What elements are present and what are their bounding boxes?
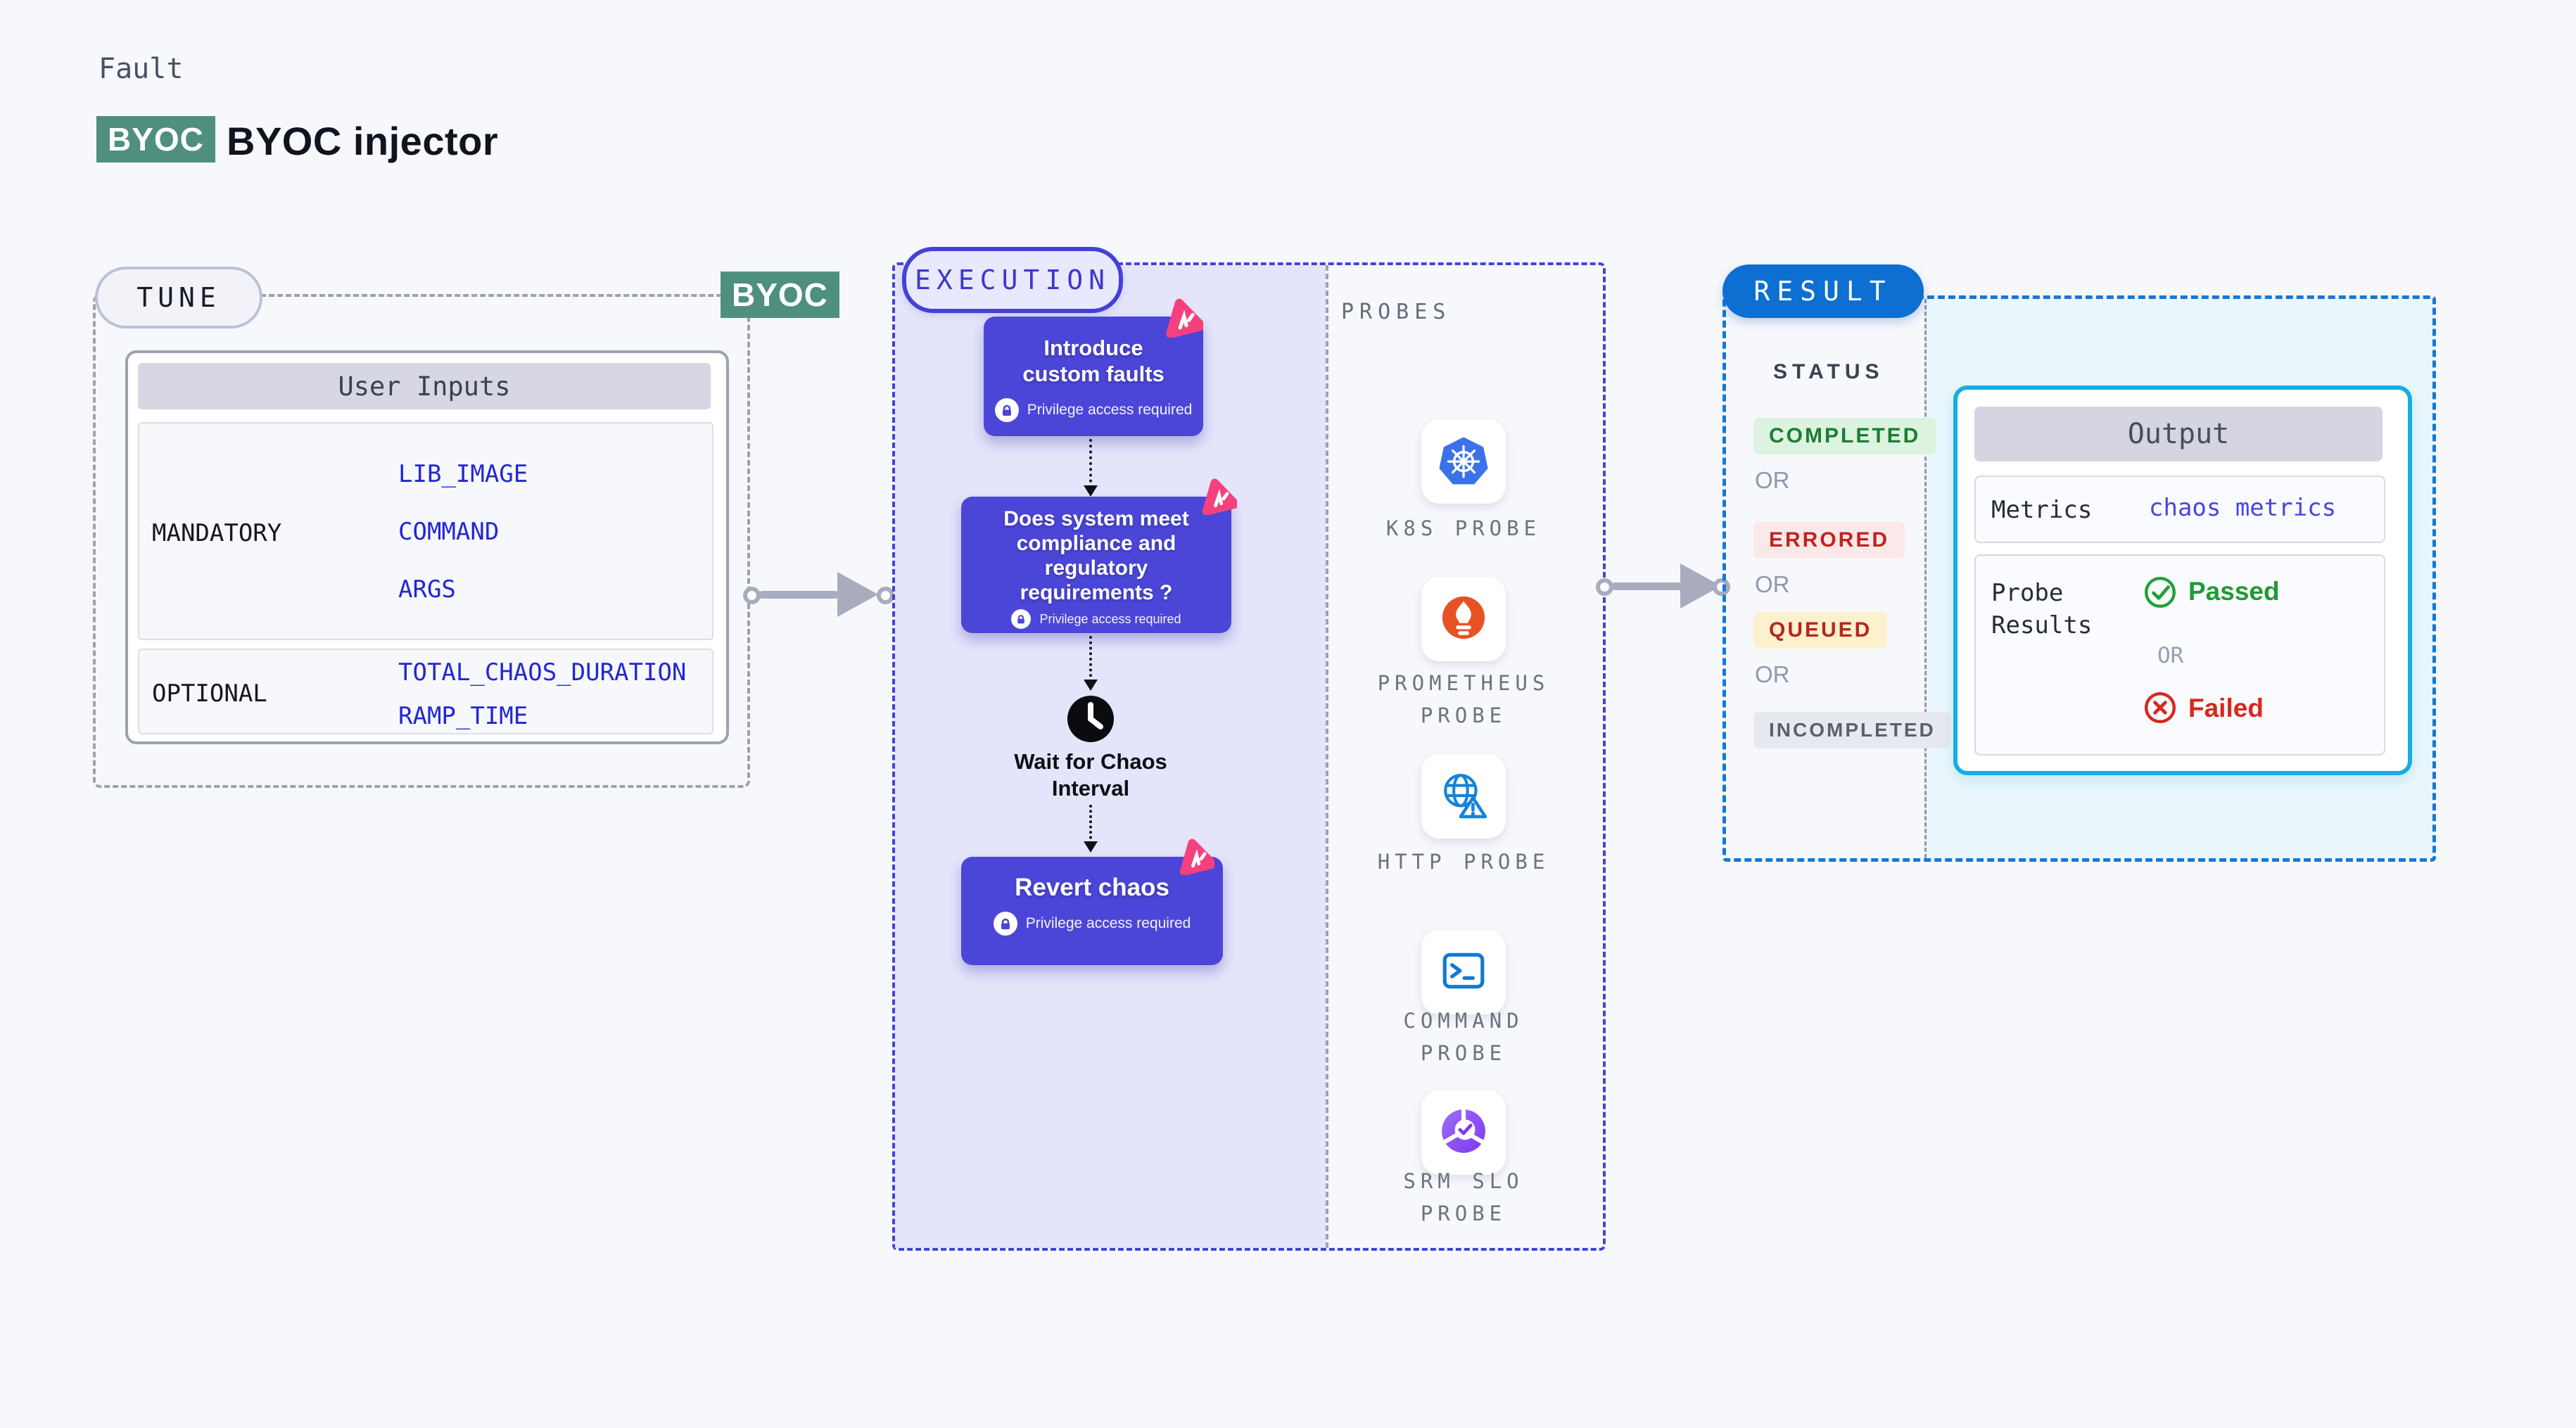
status-badge-queued: QUEUED xyxy=(1753,612,1888,649)
clock-icon xyxy=(1065,694,1116,748)
status-badge-completed: COMPLETED xyxy=(1753,418,1936,454)
or-label: OR xyxy=(1755,661,1790,687)
probe-label: HTTP PROBE xyxy=(1377,850,1550,874)
probe-label: COMMAND PROBE xyxy=(1403,1009,1524,1065)
failed-label: Failed xyxy=(2188,694,2264,722)
step-title: Introduce custom faults xyxy=(1022,336,1165,386)
byoc-header-badge: BYOC xyxy=(96,116,215,162)
probe-results-label: Probe Results xyxy=(1991,579,2093,639)
prometheus-icon xyxy=(1440,594,1487,644)
probe-label: K8S PROBE xyxy=(1385,516,1542,540)
arrow-head-icon xyxy=(837,572,878,617)
lock-icon xyxy=(1011,609,1032,629)
srm-slo-icon xyxy=(1439,1107,1488,1159)
tune-panel xyxy=(93,294,750,788)
chaos-sparkle-icon xyxy=(1162,297,1206,341)
wait-for-chaos-label: Wait for Chaos Interval xyxy=(1014,749,1167,801)
status-badge-errored: ERRORED xyxy=(1753,522,1905,559)
probe-results-row: Probe Results Passed OR Failed xyxy=(1974,554,2385,756)
byoc-corner-tag: BYOC xyxy=(721,272,839,318)
connector-dot xyxy=(1713,578,1730,596)
step-introduce-custom-faults: Introduce custom faults Privilege access… xyxy=(984,317,1203,436)
result-pill: RESULT xyxy=(1722,264,1924,318)
page-title: BYOC injector xyxy=(227,119,499,163)
status-badge-incompleted: INCOMPLETED xyxy=(1753,712,1951,748)
optional-label: OPTIONAL xyxy=(152,680,267,708)
check-circle-icon xyxy=(2143,575,2177,613)
or-label: OR xyxy=(2157,643,2184,668)
privilege-badge: Privilege access required xyxy=(961,609,1231,629)
arrow-head-icon xyxy=(1084,485,1098,497)
privilege-badge: Privilege access required xyxy=(961,912,1223,936)
prometheus-probe-card xyxy=(1421,577,1506,661)
arrow-head-icon xyxy=(1084,841,1098,853)
passed-label: Passed xyxy=(2188,577,2280,606)
privilege-label: Privilege access required xyxy=(1025,915,1191,931)
http-probe-card xyxy=(1421,754,1506,839)
step-title: Does system meet compliance and regulato… xyxy=(1003,507,1189,604)
fault-eyebrow: Fault xyxy=(99,53,184,85)
result-divider xyxy=(1924,299,1927,858)
privilege-label: Privilege access required xyxy=(1027,402,1193,418)
probe-label: PROMETHEUS PROBE xyxy=(1377,671,1550,727)
arrow-head-icon xyxy=(1084,680,1098,691)
x-circle-icon xyxy=(2143,691,2177,728)
user-inputs-title: User Inputs xyxy=(138,363,711,409)
chaos-sparkle-icon xyxy=(1199,477,1240,518)
input-total-chaos-duration: TOTAL_CHAOS_DURATION xyxy=(398,658,687,687)
terminal-icon xyxy=(1439,946,1488,999)
flow-arrow-probes-to-result xyxy=(1611,582,1687,590)
kubernetes-icon xyxy=(1439,435,1488,488)
flow-connector xyxy=(1089,805,1092,844)
flow-connector xyxy=(1089,439,1092,488)
k8s-probe-card xyxy=(1421,419,1506,504)
mandatory-row: MANDATORY LIB_IMAGE COMMAND ARGS xyxy=(138,422,713,640)
execution-pill: EXECUTION xyxy=(902,247,1123,313)
or-label: OR xyxy=(1755,571,1790,597)
input-lib-image: LIB_IMAGE xyxy=(398,460,528,488)
lock-icon xyxy=(993,912,1017,936)
metrics-row: Metrics chaos metrics xyxy=(1974,476,2385,543)
status-title: STATUS xyxy=(1773,360,1884,383)
input-command: COMMAND xyxy=(398,518,500,546)
command-probe-card xyxy=(1421,930,1506,1014)
metrics-label: Metrics xyxy=(1991,496,2093,524)
or-label: OR xyxy=(1755,467,1790,493)
output-title: Output xyxy=(1974,407,2383,461)
step-compliance-check: Does system meet compliance and regulato… xyxy=(961,497,1231,633)
tune-pill: TUNE xyxy=(95,267,262,329)
srm-slo-probe-card xyxy=(1421,1090,1506,1175)
flow-arrow-tune-to-execution xyxy=(759,591,839,599)
step-title: Revert chaos xyxy=(1015,874,1169,901)
metrics-value: chaos metrics xyxy=(2149,494,2337,522)
privilege-label: Privilege access required xyxy=(1039,611,1181,626)
output-box: Output Metrics chaos metrics Probe Resul… xyxy=(1953,385,2412,775)
probe-label: SRM SLO PROBE xyxy=(1403,1169,1524,1225)
mandatory-label: MANDATORY xyxy=(152,519,282,547)
chaos-sparkle-icon xyxy=(1176,837,1217,879)
optional-row: OPTIONAL TOTAL_CHAOS_DURATION RAMP_TIME xyxy=(138,649,713,734)
user-inputs-table: User Inputs MANDATORY LIB_IMAGE COMMAND … xyxy=(125,350,729,744)
flow-connector xyxy=(1089,636,1092,682)
globe-warning-icon xyxy=(1439,770,1488,823)
probes-title: PROBES xyxy=(1341,300,1452,324)
privilege-badge: Privilege access required xyxy=(984,398,1203,422)
lock-icon xyxy=(994,398,1019,422)
step-revert-chaos: Revert chaos Privilege access required xyxy=(961,857,1223,965)
execution-probes-divider xyxy=(1326,265,1328,1248)
input-ramp-time: RAMP_TIME xyxy=(398,702,528,730)
input-args: ARGS xyxy=(398,575,456,604)
